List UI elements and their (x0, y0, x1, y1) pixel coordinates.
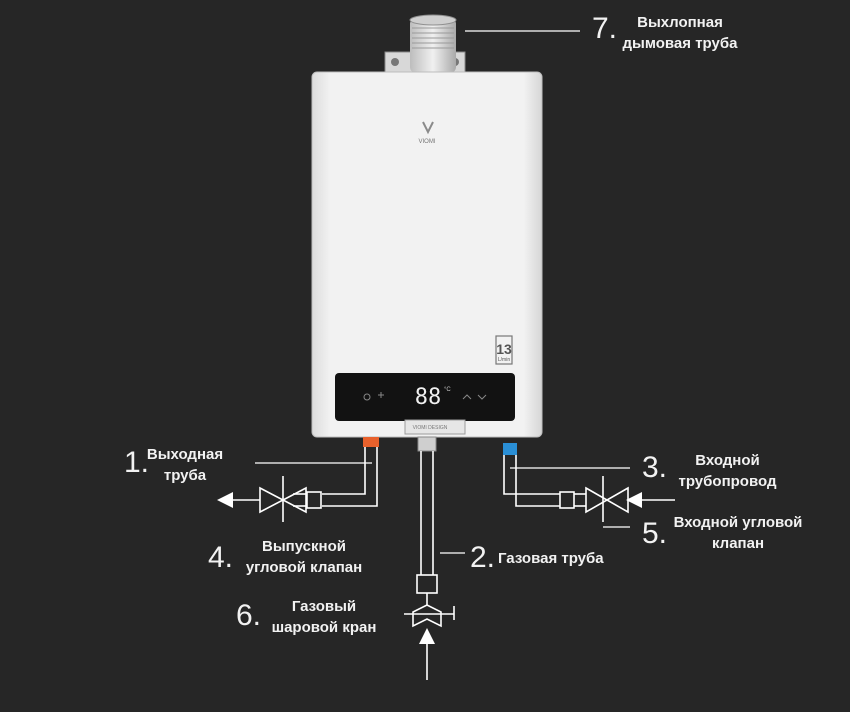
callout-1-number: 1. (124, 446, 150, 479)
callout-1-line-1: Выходная (146, 446, 224, 463)
callout-7-text: Выхлопная дымовая труба (610, 12, 750, 54)
callout-5-line-1: Входной угловой (673, 514, 803, 531)
brand-text: VIOMI (418, 139, 435, 145)
viomi-logo-icon (422, 121, 434, 135)
badge-number: 13 (496, 341, 512, 357)
chevron-down-icon (477, 394, 487, 400)
callout-7-line-2: дымовая труба (622, 35, 738, 52)
callout-5-line-2: клапан (711, 535, 765, 552)
cold-water-connector (503, 443, 517, 455)
hot-water-connector (363, 437, 379, 447)
callout-5-text: Входной угловой клапан (668, 512, 808, 554)
callout-2-line-1: Газовая труба (498, 550, 604, 567)
exhaust-chimney (384, 14, 466, 73)
callout-3-line-2: трубопровод (678, 473, 777, 490)
mode-icon (378, 392, 384, 398)
callout-6-number: 6. (236, 599, 262, 632)
chevron-up-icon (462, 394, 472, 400)
callout-6-line-2: шаровой кран (271, 619, 377, 636)
callout-2-text: Газовая труба (498, 548, 618, 569)
flow-badge (495, 335, 513, 365)
callout-7-line-1: Выхлопная (637, 14, 723, 31)
water-heater (311, 71, 543, 455)
callout-4-line-2: угловой клапан (245, 559, 363, 576)
leader-lines (255, 30, 630, 554)
callout-6-text: Газовый шаровой кран (265, 596, 383, 638)
callout-1-line-2: труба (163, 467, 207, 484)
control-panel (335, 373, 515, 421)
callout-5-number: 5. (642, 517, 668, 550)
callout-4-number: 4. (208, 541, 234, 574)
callout-4-line-1: Выпускной (262, 538, 346, 555)
callout-3-line-1: Входной (695, 452, 760, 469)
callout-4-text: Выпускной угловой клапан (240, 536, 368, 578)
temperature-display: 88 (415, 385, 442, 410)
power-icon (363, 393, 371, 401)
temperature-unit: °C (444, 387, 451, 393)
callout-1-text: Выходная труба (145, 444, 225, 486)
callout-6-line-1: Газовый (291, 598, 357, 615)
inlet-pipe (503, 455, 675, 522)
outlet-pipe (217, 447, 378, 522)
callout-7-number: 7. (592, 12, 618, 45)
callout-2-number: 2. (470, 541, 496, 574)
badge-unit: L/min (498, 357, 510, 363)
device-footer-label: VIOMI DESIGN (413, 425, 448, 431)
gas-pipe (404, 451, 455, 680)
callout-3-text: Входной трубопровод (670, 450, 785, 492)
callout-3-number: 3. (642, 451, 668, 484)
